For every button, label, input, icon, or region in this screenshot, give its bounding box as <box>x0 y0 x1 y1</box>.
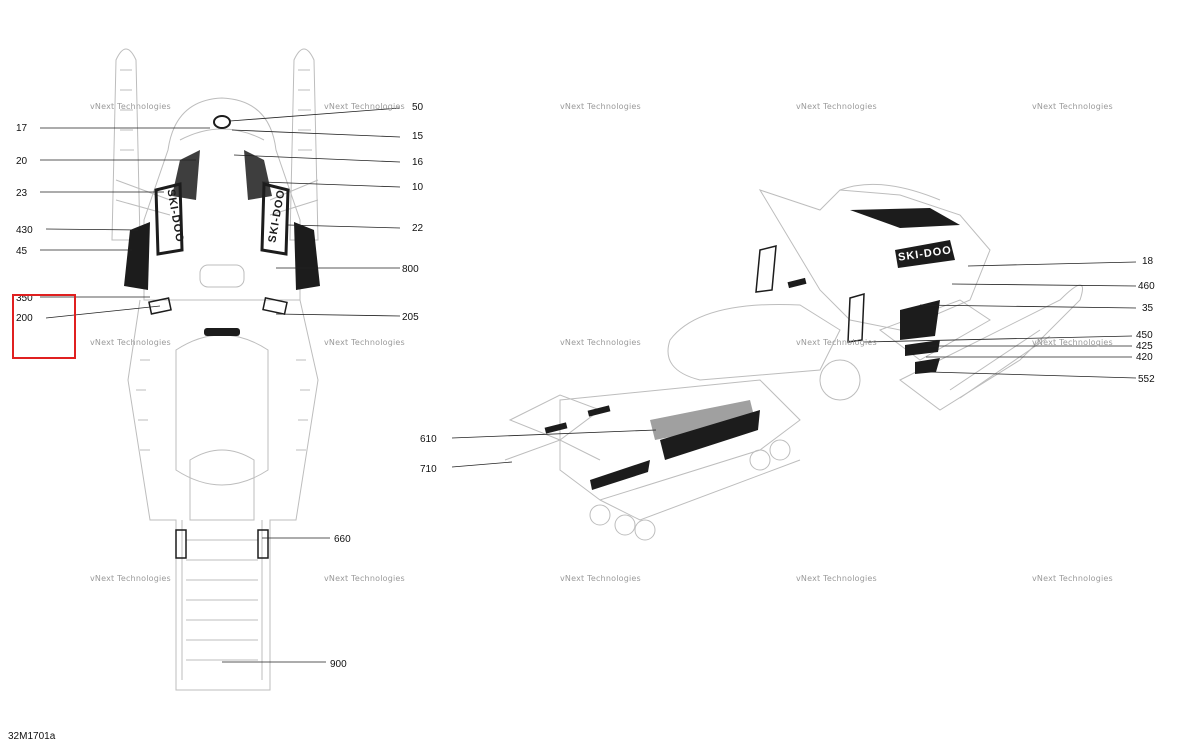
callout-450[interactable]: 450 <box>1136 330 1153 341</box>
callout-20[interactable]: 20 <box>16 156 28 167</box>
callout-16[interactable]: 16 <box>412 157 424 168</box>
callout-17[interactable]: 17 <box>16 123 28 134</box>
leader-lines <box>40 107 1137 663</box>
callout-205[interactable]: 205 <box>402 312 419 323</box>
top-view-decals <box>124 115 320 559</box>
callout-552[interactable]: 552 <box>1138 374 1155 385</box>
callout-50[interactable]: 50 <box>412 102 424 113</box>
callout-15[interactable]: 15 <box>412 131 424 142</box>
callout-610[interactable]: 610 <box>420 434 437 445</box>
callout-10[interactable]: 10 <box>412 182 424 193</box>
callout-200[interactable]: 200 <box>16 313 33 324</box>
figure-id: 32M1701a <box>8 731 56 742</box>
callout-420[interactable]: 420 <box>1136 352 1153 363</box>
iso-view-decals <box>544 208 960 490</box>
top-view-sled <box>111 48 319 691</box>
callout-23[interactable]: 23 <box>16 188 28 199</box>
callout-430[interactable]: 430 <box>16 225 33 236</box>
callout-800[interactable]: 800 <box>402 264 419 275</box>
callout-710[interactable]: 710 <box>420 464 437 475</box>
callout-45[interactable]: 45 <box>16 246 28 257</box>
callout-460[interactable]: 460 <box>1138 281 1155 292</box>
callout-900[interactable]: 900 <box>330 659 347 670</box>
callout-18[interactable]: 18 <box>1142 256 1154 267</box>
callout-660[interactable]: 660 <box>334 534 351 545</box>
callout-22[interactable]: 22 <box>412 223 424 234</box>
callout-35[interactable]: 35 <box>1142 303 1154 314</box>
callout-350[interactable]: 350 <box>16 293 33 304</box>
callout-425[interactable]: 425 <box>1136 341 1153 352</box>
